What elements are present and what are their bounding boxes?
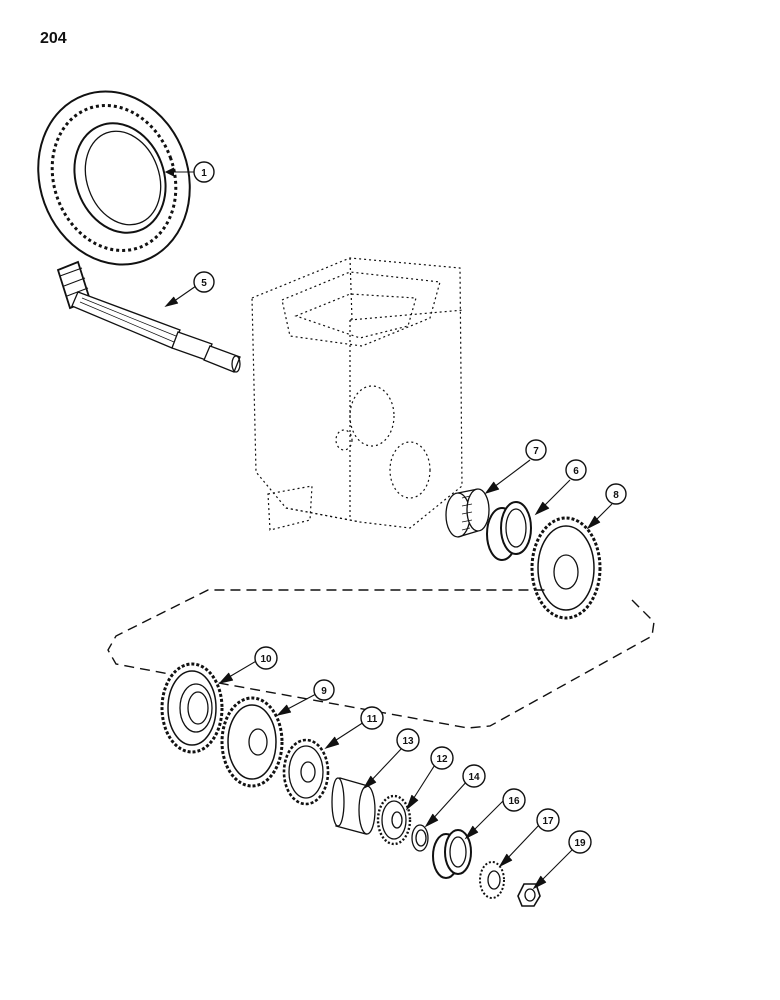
bearing-cup-part-16: [432, 829, 472, 879]
svg-text:7: 7: [533, 446, 539, 457]
callout-11: 11: [360, 706, 384, 730]
ring-gear-part-1: [37, 90, 191, 266]
pinion-shaft-part-5: [56, 260, 241, 373]
bearing-cone-part-7: [445, 488, 490, 538]
callout-16: 16: [502, 788, 526, 812]
nut-part-19: [517, 883, 541, 907]
svg-text:11: 11: [367, 714, 378, 725]
svg-text:8: 8: [613, 490, 619, 501]
svg-text:14: 14: [468, 772, 480, 783]
callout-6: 6: [565, 459, 587, 481]
gear-part-9: [220, 696, 284, 788]
svg-text:1: 1: [201, 168, 207, 179]
callout-13: 13: [396, 728, 420, 752]
callout-1: 1: [193, 161, 215, 183]
gear-part-8: [530, 516, 602, 620]
bearing-cone-part-17: [479, 861, 505, 899]
gear-part-10: [160, 662, 224, 754]
callout-17: 17: [536, 808, 560, 832]
callout-9: 9: [313, 679, 335, 701]
callout-12: 12: [430, 746, 454, 770]
washer-part-14: [411, 824, 429, 852]
svg-text:9: 9: [321, 686, 327, 697]
gear-part-12: [376, 794, 412, 846]
svg-text:12: 12: [436, 754, 448, 765]
sleeve-part-13: [331, 777, 376, 835]
leader-lines: [164, 167, 613, 890]
svg-text:5: 5: [201, 278, 207, 289]
svg-text:16: 16: [508, 796, 520, 807]
transmission-housing-outline: [251, 257, 465, 531]
callout-5: 5: [193, 271, 215, 293]
callout-14: 14: [462, 764, 486, 788]
page-number: 204: [40, 30, 67, 47]
bearing-cup-part-6: [486, 501, 532, 561]
svg-text:6: 6: [573, 466, 579, 477]
callout-10: 10: [254, 646, 278, 670]
callout-7: 7: [525, 439, 547, 461]
callouts: 1 5 7 6 8 10 9 11 13 12 14 16 17 19: [193, 161, 627, 854]
svg-text:19: 19: [574, 838, 586, 849]
svg-text:17: 17: [542, 816, 554, 827]
svg-text:10: 10: [260, 654, 272, 665]
svg-text:13: 13: [402, 736, 414, 747]
callout-19: 19: [568, 830, 592, 854]
gear-part-11: [282, 738, 330, 806]
callout-8: 8: [605, 483, 627, 505]
